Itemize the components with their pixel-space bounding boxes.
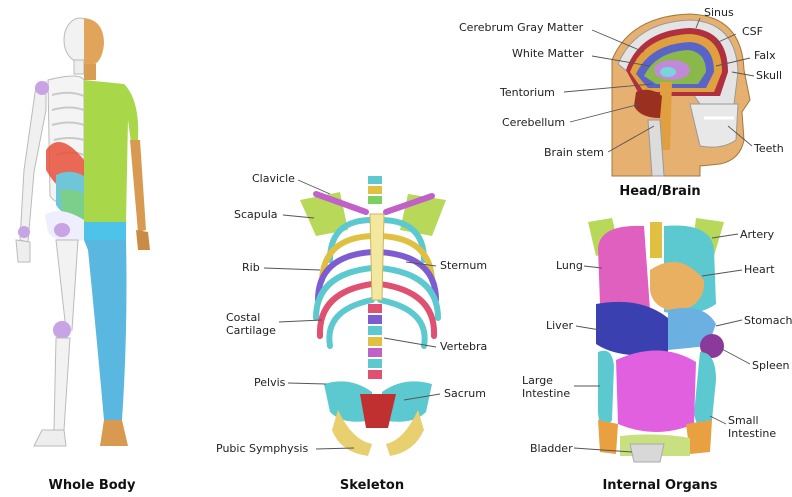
label-liver: Liver — [546, 319, 573, 332]
small-intestine-shape — [616, 350, 696, 432]
label-large-intestine-2: Intestine — [522, 387, 570, 400]
label-heart: Heart — [744, 263, 775, 276]
label-stomach: Stomach — [744, 314, 792, 327]
label-bladder: Bladder — [530, 442, 573, 455]
label-large-intestine-1: Large — [522, 374, 553, 387]
liver-shape — [596, 302, 668, 356]
label-small-intestine-1: Small — [728, 414, 759, 427]
label-spleen: Spleen — [752, 359, 790, 372]
caption-internal-organs: Internal Organs — [586, 478, 734, 493]
label-artery: Artery — [740, 228, 774, 241]
lung-shape — [598, 226, 650, 313]
label-lung: Lung — [556, 259, 583, 272]
label-small-intestine-2: Intestine — [728, 427, 776, 440]
